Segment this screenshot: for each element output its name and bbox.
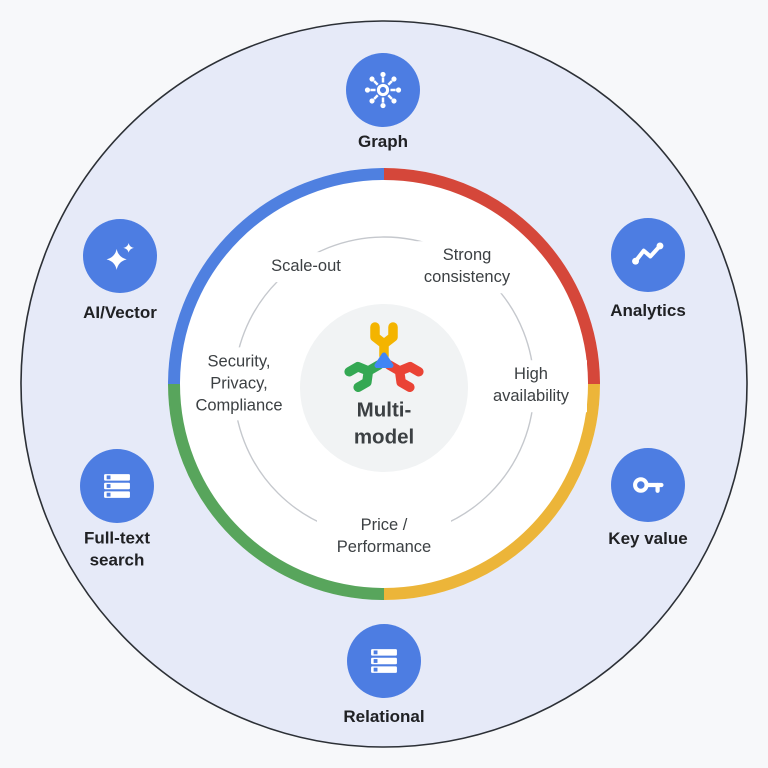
key-value-label: Key value [608, 529, 688, 549]
feature-high-availability: High availability [475, 360, 587, 412]
ai-vector-node [83, 219, 157, 293]
full-text-search-label: Full-text search [83, 528, 151, 569]
line-chart-icon [632, 242, 664, 265]
graph-network-icon [364, 71, 402, 109]
relational-node [347, 624, 421, 698]
graph-label: Graph [357, 132, 409, 152]
color-ring [168, 168, 600, 600]
multi-model-logo-icon [344, 322, 424, 393]
center-circle [300, 304, 468, 472]
logo-branch-yellow [370, 322, 398, 361]
table-rows-icon [371, 649, 397, 673]
analytics-label: Analytics [610, 301, 686, 321]
feature-price-performance: Price / Performance [317, 511, 451, 563]
ring-segment-yellow [383, 383, 600, 600]
key-value-node [611, 448, 685, 522]
feature-strong-consistency: Strong consistency [405, 241, 529, 293]
graph-node [346, 53, 420, 127]
ring-segment-red [383, 168, 600, 385]
feature-security-privacy-compliance: Security, Privacy, Compliance [186, 347, 292, 421]
sparkles-icon [106, 243, 134, 270]
table-rows-icon [104, 474, 130, 498]
full-text-search-node [80, 449, 154, 523]
ring-segment-blue [168, 168, 385, 385]
ai-vector-label: AI/Vector [83, 303, 157, 323]
key-icon [633, 477, 664, 493]
center-title: Multi-model [353, 398, 415, 448]
ring-segment-green [168, 383, 385, 600]
analytics-node [611, 218, 685, 292]
relational-label: Relational [343, 707, 425, 727]
feature-scale-out: Scale-out [265, 252, 347, 282]
logo-center-blue [374, 352, 394, 368]
